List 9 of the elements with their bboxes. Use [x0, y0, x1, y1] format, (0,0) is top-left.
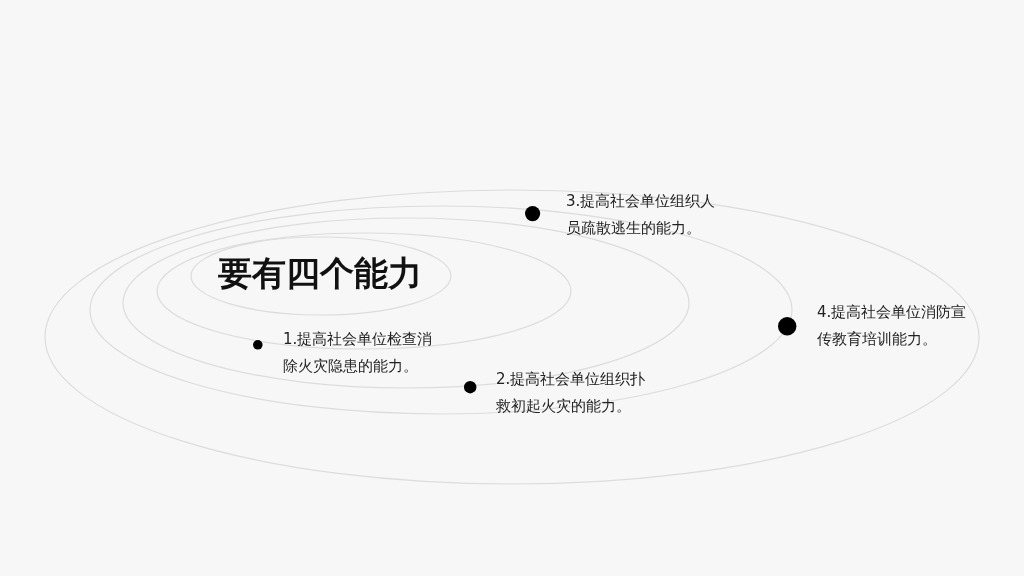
dot-icon [525, 206, 541, 222]
dot-icon [253, 340, 263, 350]
dot-icon [777, 316, 797, 336]
ability-text: 1.提高社会单位检查消除火灾隐患的能力。 [283, 329, 434, 377]
dot-icon [463, 380, 477, 394]
ability-text: 3.提高社会单位组织人员疏散逃生的能力。 [566, 191, 717, 239]
slide-title: 要有四个能力 [218, 253, 422, 294]
ability-text: 2.提高社会单位组织扑救初起火灾的能力。 [496, 369, 647, 417]
ability-text: 4.提高社会单位消防宣传教育培训能力。 [817, 302, 968, 350]
